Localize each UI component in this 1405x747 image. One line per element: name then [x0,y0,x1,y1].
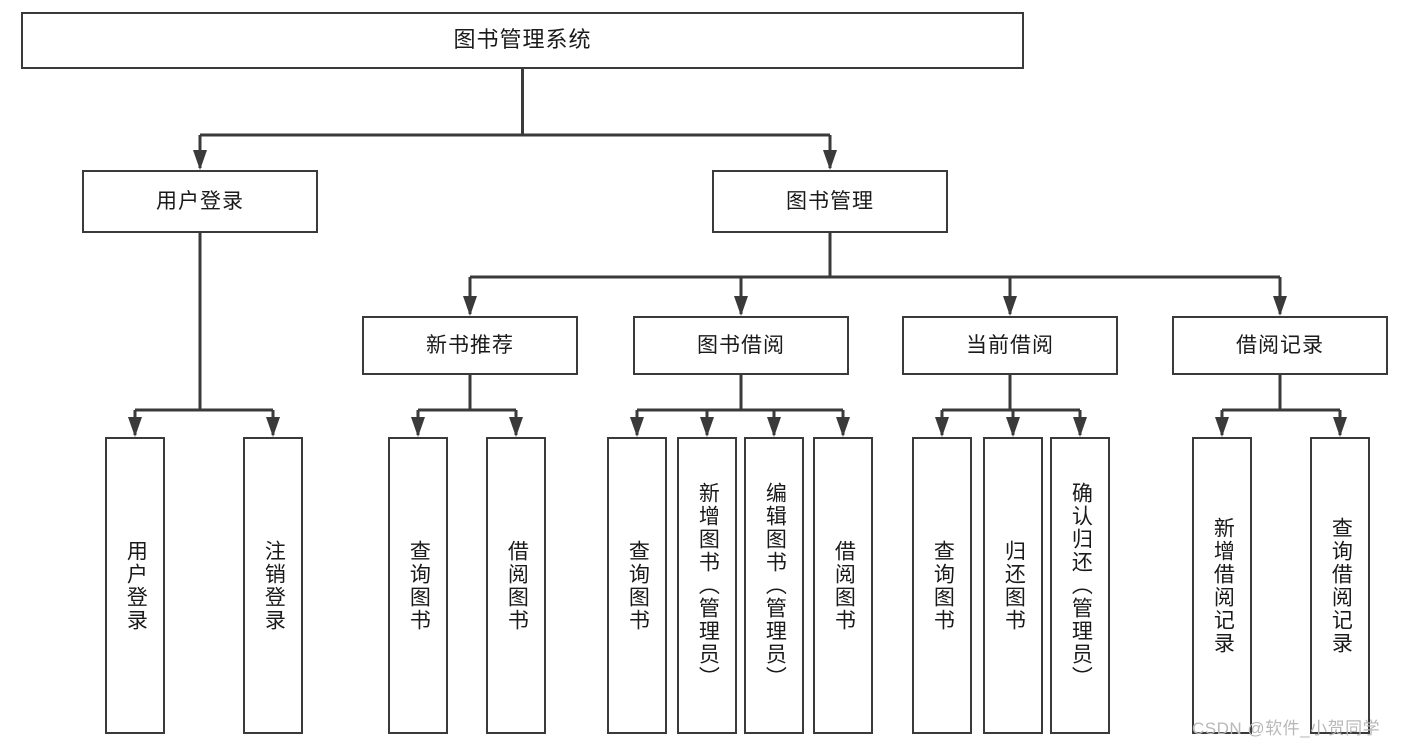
node-label: 新书推荐 [426,333,514,357]
node-label: 查询借阅记录 [1329,516,1353,655]
node-label: 注销登录 [262,539,286,632]
leaf-query-book-borrow[interactable]: 查询图书 [607,437,667,734]
leaf-add-book[interactable]: 新增图书（管理员） [677,437,737,734]
node-label: 确认归还（管理员） [1069,482,1093,689]
node-book-manage[interactable]: 图书管理 [712,170,948,233]
node-label: 用户登录 [124,539,148,632]
leaf-borrow-book[interactable]: 借阅图书 [813,437,873,734]
node-label: 借阅记录 [1236,333,1324,357]
node-label: 图书管理系统 [453,27,592,53]
leaf-user-login[interactable]: 用户登录 [105,437,165,734]
node-label: 借阅图书 [505,539,529,632]
leaf-confirm-return[interactable]: 确认归还（管理员） [1050,437,1110,734]
node-label: 图书借阅 [697,333,785,357]
node-label: 查询图书 [626,539,650,632]
leaf-user-logout[interactable]: 注销登录 [243,437,303,734]
node-book-borrow[interactable]: 图书借阅 [633,316,849,375]
node-root[interactable]: 图书管理系统 [21,12,1024,69]
leaf-edit-book[interactable]: 编辑图书（管理员） [744,437,804,734]
node-label: 借阅图书 [832,539,856,632]
node-label: 编辑图书（管理员） [763,482,787,689]
node-current-borrow[interactable]: 当前借阅 [902,316,1118,375]
node-borrow-record[interactable]: 借阅记录 [1172,316,1388,375]
node-label: 查询图书 [407,539,431,632]
node-user-login[interactable]: 用户登录 [82,170,318,233]
node-label: 当前借阅 [966,333,1054,357]
leaf-borrow-book-recommend[interactable]: 借阅图书 [486,437,546,734]
node-label: 图书管理 [786,189,874,213]
node-label: 新增图书（管理员） [696,482,720,689]
node-label: 查询图书 [931,539,955,632]
leaf-query-book-current[interactable]: 查询图书 [912,437,972,734]
leaf-query-borrow-record[interactable]: 查询借阅记录 [1310,437,1370,734]
leaf-query-book-recommend[interactable]: 查询图书 [388,437,448,734]
node-new-book-recommend[interactable]: 新书推荐 [362,316,578,375]
node-label: 新增借阅记录 [1211,516,1235,655]
leaf-return-book[interactable]: 归还图书 [983,437,1043,734]
node-label: 归还图书 [1002,539,1026,632]
node-label: 用户登录 [156,189,244,213]
leaf-add-borrow-record[interactable]: 新增借阅记录 [1192,437,1252,734]
